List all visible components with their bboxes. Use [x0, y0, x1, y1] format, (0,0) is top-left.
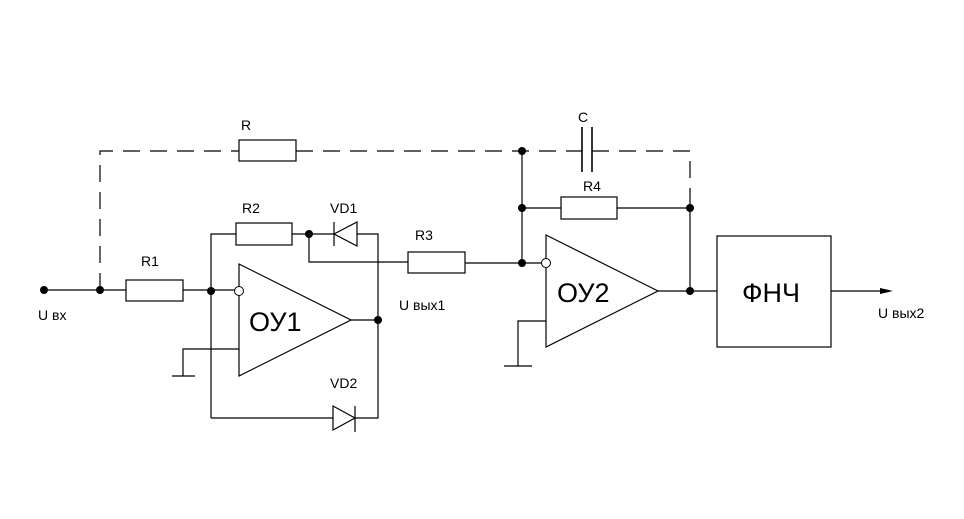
label-filter: ФНЧ	[742, 278, 800, 308]
resistor-r3	[407, 251, 466, 274]
diode-vd2	[332, 404, 357, 432]
label-u-out2: U вых2	[878, 305, 925, 321]
arrow-right-icon	[880, 288, 893, 294]
label-r: R	[241, 117, 251, 133]
resistor-r1	[125, 279, 184, 302]
label-vd2: VD2	[330, 375, 357, 391]
label-vd1: VD1	[330, 200, 357, 216]
label-r3: R3	[415, 227, 433, 243]
dashed-r-branch	[99, 150, 691, 290]
opamp2-wires	[465, 147, 717, 295]
opamp1-feedback-wires	[210, 230, 408, 419]
label-opamp2: ОУ2	[557, 278, 610, 308]
label-u-out1: U вых1	[399, 297, 446, 313]
label-r2: R2	[242, 200, 260, 216]
diode-vd1	[332, 221, 358, 247]
input-wire	[40, 286, 239, 295]
resistor-r4	[560, 196, 618, 220]
capacitor-c	[581, 127, 593, 172]
label-r1: R1	[141, 253, 159, 269]
label-c: C	[578, 109, 588, 125]
label-r4: R4	[583, 178, 601, 194]
resistor-r2	[235, 222, 293, 246]
opamp1	[172, 263, 353, 377]
label-opamp1: ОУ1	[249, 307, 302, 337]
resistor-r	[238, 139, 297, 162]
opamp2	[504, 234, 660, 367]
label-u-in: U вх	[38, 307, 66, 323]
